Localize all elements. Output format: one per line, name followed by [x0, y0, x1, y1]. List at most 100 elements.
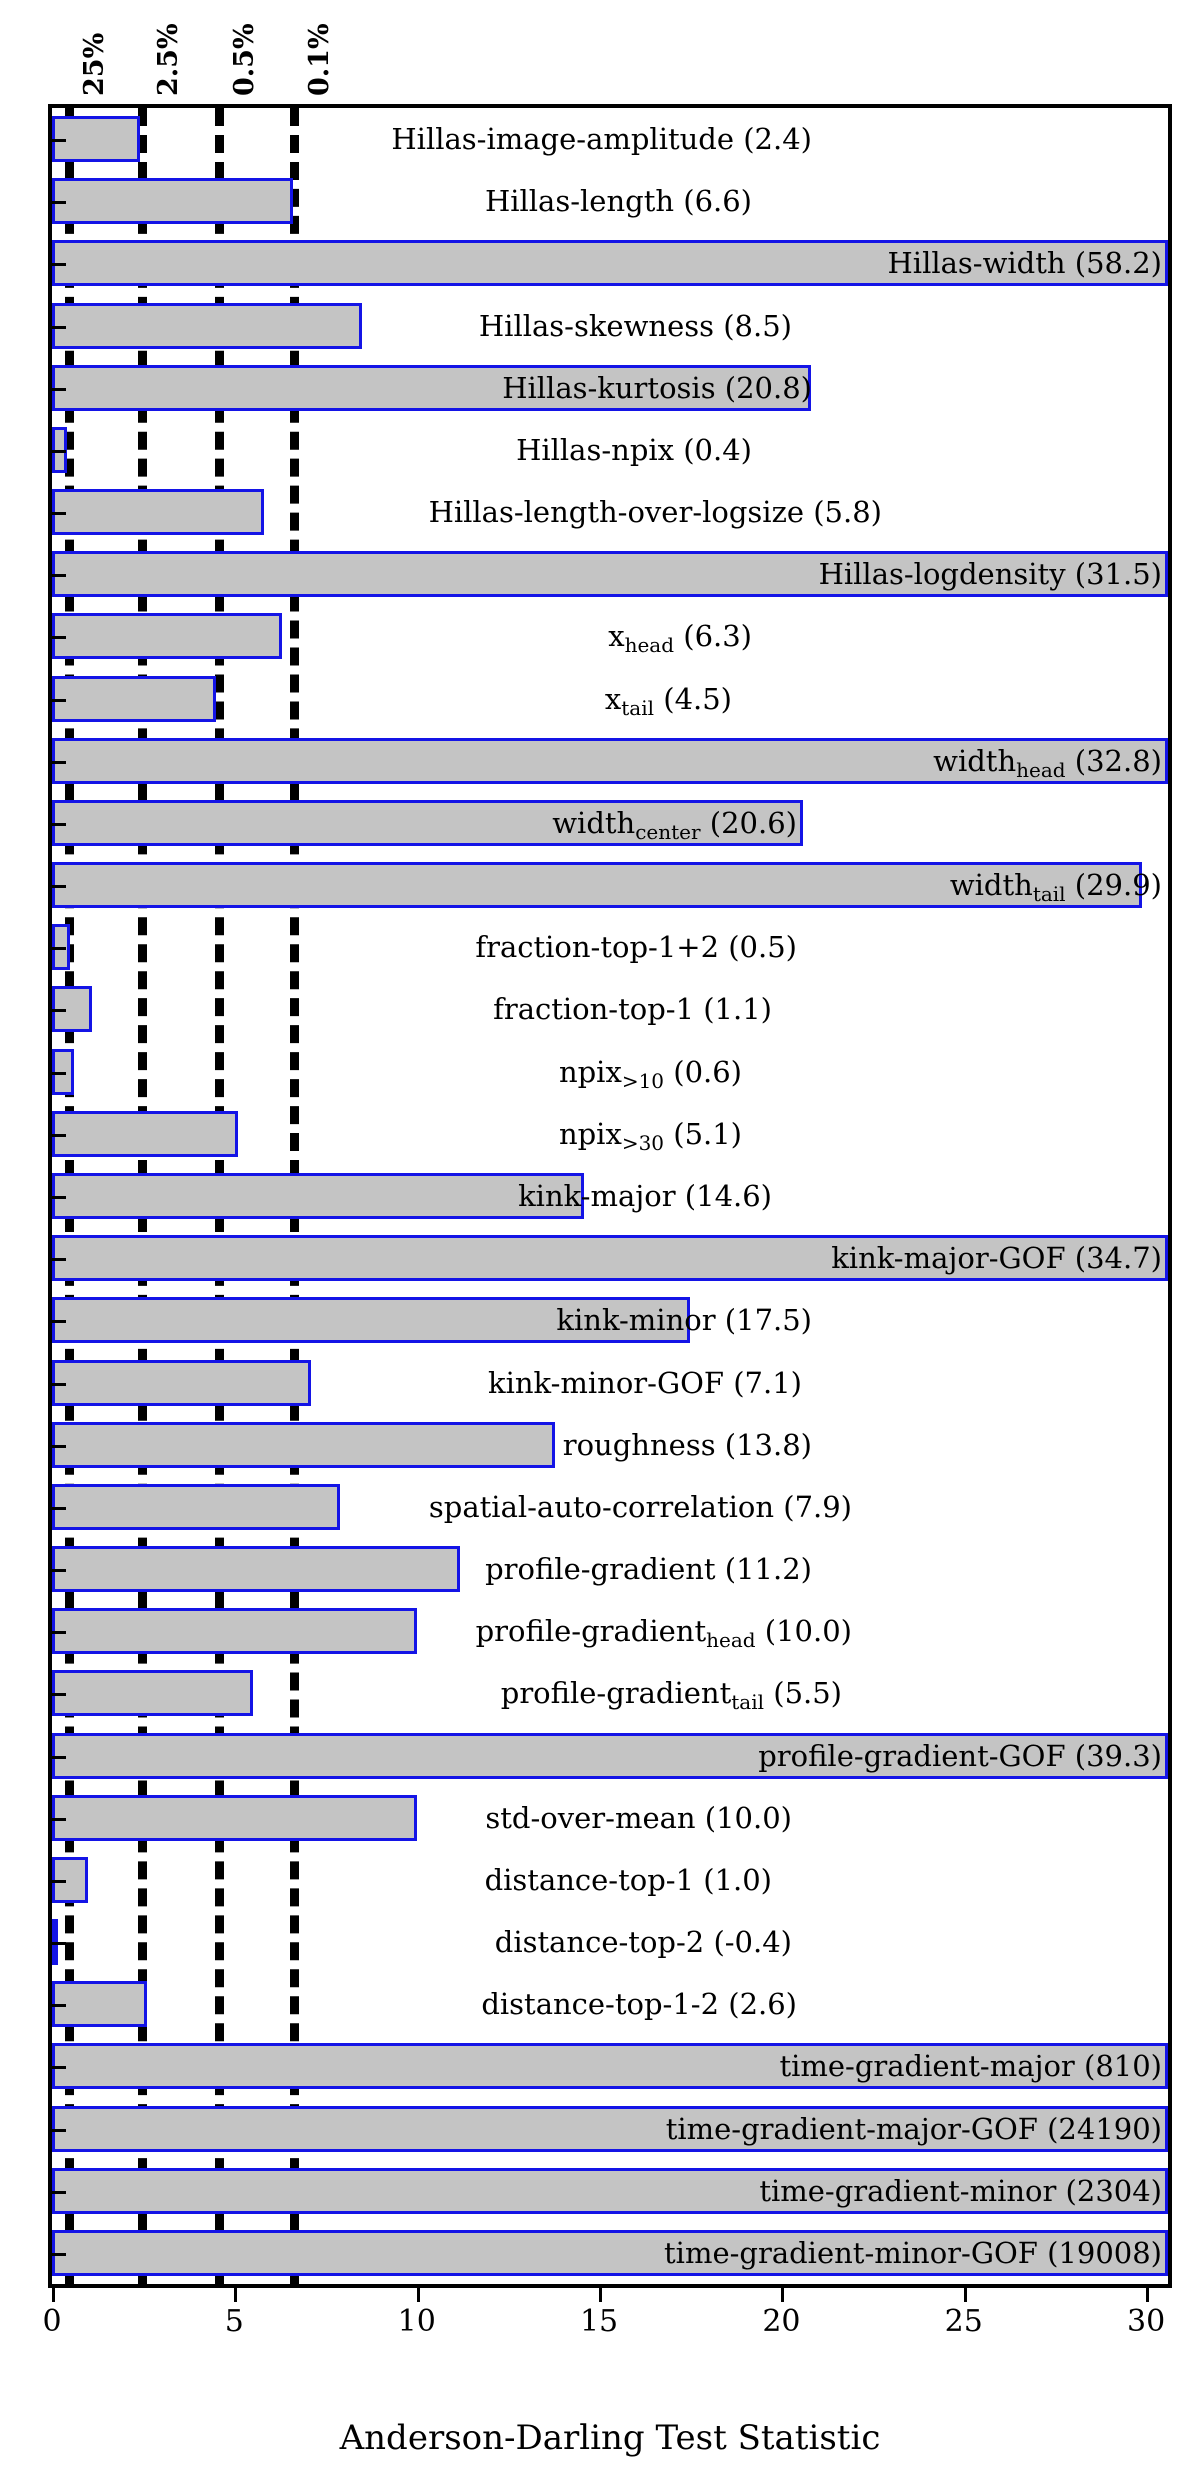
bar-row[interactable]: widthhead (32.8) — [52, 730, 1168, 792]
bar-row[interactable]: Hillas-kurtosis (20.8) — [52, 357, 1168, 419]
bar[interactable] — [52, 1235, 1168, 1282]
y-tick — [52, 2128, 66, 2132]
bar-row[interactable]: time-gradient-minor (2304) — [52, 2160, 1168, 2222]
x-tick — [416, 2288, 420, 2302]
bar[interactable] — [52, 986, 93, 1033]
y-tick — [52, 1071, 66, 1075]
bar-row[interactable]: profile-gradienthead (10.0) — [52, 1600, 1168, 1662]
bar-row[interactable]: Hillas-logdensity (31.5) — [52, 543, 1168, 605]
bar-label: Hillas-skewness (8.5) — [478, 308, 792, 343]
y-tick — [52, 1817, 66, 1821]
x-axis-title: Anderson-Darling Test Statistic — [339, 2418, 881, 2458]
bar-label: distance-top-2 (-0.4) — [494, 1925, 792, 1960]
bar-label: Hillas-logdensity (31.5) — [818, 557, 1162, 592]
y-tick — [52, 2066, 66, 2070]
y-tick — [52, 2004, 66, 2008]
bar-label: distance-top-1 (1.0) — [484, 1862, 772, 1897]
bar-row[interactable]: Hillas-skewness (8.5) — [52, 295, 1168, 357]
bar-label: spatial-auto-correlation (7.9) — [428, 1489, 852, 1524]
bar[interactable] — [52, 302, 362, 349]
x-tick-label: 15 — [579, 2304, 619, 2339]
bar[interactable] — [52, 240, 1168, 287]
bar-row[interactable]: xhead (6.3) — [52, 605, 1168, 667]
bar[interactable] — [52, 1483, 341, 1530]
bar-label: profile-gradient-GOF (39.3) — [758, 1738, 1162, 1773]
bar[interactable] — [52, 1670, 253, 1717]
bar-row[interactable]: Hillas-length-over-logsize (5.8) — [52, 481, 1168, 543]
bar-row[interactable]: kink-major (14.6) — [52, 1165, 1168, 1227]
y-tick — [52, 1382, 66, 1386]
x-tick — [52, 2288, 55, 2302]
x-tick — [234, 2288, 238, 2302]
bar[interactable] — [52, 2043, 1168, 2090]
bar[interactable] — [52, 1172, 585, 1219]
bar[interactable] — [52, 862, 1143, 909]
bar-label: Hillas-npix (0.4) — [516, 432, 752, 467]
bar-label: time-gradient-minor (2304) — [759, 2173, 1162, 2208]
x-tick — [781, 2288, 785, 2302]
bar-row[interactable]: kink-minor (17.5) — [52, 1289, 1168, 1351]
bar-row[interactable]: Hillas-npix (0.4) — [52, 419, 1168, 481]
y-tick — [52, 1506, 66, 1510]
bar-row[interactable]: xtail (4.5) — [52, 668, 1168, 730]
bar-label: profile-gradienthead (10.0) — [475, 1614, 852, 1653]
bar-row[interactable]: widthcenter (20.6) — [52, 792, 1168, 854]
bar[interactable] — [52, 924, 71, 971]
bar[interactable] — [52, 1608, 417, 1655]
bar-row[interactable]: profile-gradient-GOF (39.3) — [52, 1724, 1168, 1786]
bar[interactable] — [52, 426, 67, 473]
bar-row[interactable]: distance-top-2 (-0.4) — [52, 1911, 1168, 1973]
y-tick — [52, 449, 66, 453]
bar[interactable] — [52, 613, 282, 660]
bar-row[interactable]: Hillas-image-amplitude (2.4) — [52, 108, 1168, 170]
bar-row[interactable]: profile-gradienttail (5.5) — [52, 1662, 1168, 1724]
bar[interactable] — [52, 178, 293, 225]
bar[interactable] — [52, 2229, 1168, 2276]
x-tick-label: 5 — [224, 2304, 244, 2339]
bar[interactable] — [52, 364, 811, 411]
bar-label: widthhead (32.8) — [933, 743, 1162, 782]
bar-row[interactable]: fraction-top-1+2 (0.5) — [52, 916, 1168, 978]
bar-row[interactable]: roughness (13.8) — [52, 1414, 1168, 1476]
bar-row[interactable]: npix>30 (5.1) — [52, 1103, 1168, 1165]
bar-row[interactable]: time-gradient-major-GOF (24190) — [52, 2097, 1168, 2159]
bar-row[interactable]: kink-minor-GOF (7.1) — [52, 1351, 1168, 1413]
bar[interactable] — [52, 1546, 461, 1593]
y-tick — [52, 139, 66, 143]
bar-row[interactable]: Hillas-width (58.2) — [52, 232, 1168, 294]
bar[interactable] — [52, 1359, 311, 1406]
bar-row[interactable]: kink-major-GOF (34.7) — [52, 1227, 1168, 1289]
bar-row[interactable]: distance-top-1 (1.0) — [52, 1849, 1168, 1911]
y-tick — [52, 947, 66, 951]
x-tick — [1146, 2288, 1150, 2302]
bar[interactable] — [52, 1048, 74, 1095]
bar[interactable] — [52, 737, 1168, 784]
y-tick — [52, 263, 66, 267]
bar[interactable] — [52, 1794, 417, 1841]
bar[interactable] — [52, 2167, 1168, 2214]
bar-row[interactable]: time-gradient-major (810) — [52, 2035, 1168, 2097]
bar-row[interactable]: std-over-mean (10.0) — [52, 1787, 1168, 1849]
bar-row[interactable]: distance-top-1-2 (2.6) — [52, 1973, 1168, 2035]
y-tick — [52, 1569, 66, 1573]
bar-row[interactable]: profile-gradient (11.2) — [52, 1538, 1168, 1600]
bar-row[interactable]: Hillas-length (6.6) — [52, 170, 1168, 232]
bar[interactable] — [52, 489, 264, 536]
y-tick — [52, 885, 66, 889]
bar[interactable] — [52, 1110, 238, 1157]
bar[interactable] — [52, 799, 804, 846]
bar-row[interactable]: fraction-top-1 (1.1) — [52, 978, 1168, 1040]
bar[interactable] — [52, 1981, 147, 2028]
bar-row[interactable]: npix>10 (0.6) — [52, 1041, 1168, 1103]
bar-row[interactable]: widthtail (29.9) — [52, 854, 1168, 916]
x-tick-label: 0 — [42, 2304, 62, 2339]
bar[interactable] — [52, 551, 1168, 598]
bar-row[interactable]: time-gradient-minor-GOF (19008) — [52, 2222, 1168, 2284]
bar[interactable] — [52, 1297, 691, 1344]
bar[interactable] — [52, 675, 217, 722]
bar[interactable] — [52, 1421, 556, 1468]
bar[interactable] — [52, 1732, 1168, 1779]
bar-row[interactable]: spatial-auto-correlation (7.9) — [52, 1476, 1168, 1538]
bar[interactable] — [52, 2105, 1168, 2152]
